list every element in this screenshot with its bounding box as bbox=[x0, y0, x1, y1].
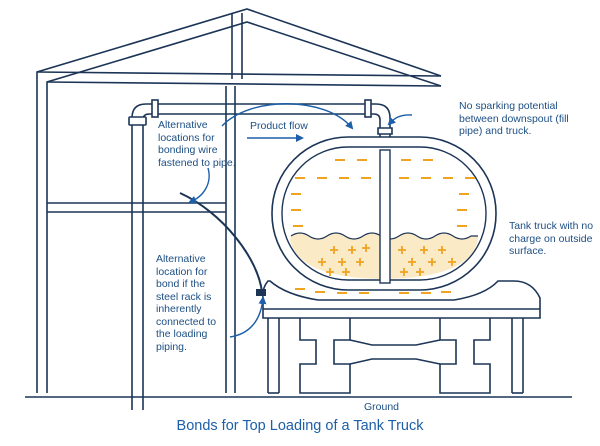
loading-rack-canopy bbox=[36, 8, 442, 393]
positive-charge-mark bbox=[428, 258, 436, 266]
steel-rack-bond-arrow bbox=[229, 296, 267, 338]
positive-charge-mark bbox=[448, 258, 456, 266]
positive-charge-mark bbox=[438, 246, 446, 254]
positive-charge-mark bbox=[326, 268, 334, 276]
positive-charge-mark bbox=[338, 258, 346, 266]
positive-charge-mark bbox=[408, 258, 416, 266]
diagram-caption: Bonds for Top Loading of a Tank Truck bbox=[176, 418, 424, 434]
positive-charge-mark bbox=[348, 246, 356, 254]
product-flow-curve-arrow bbox=[221, 103, 354, 130]
positive-charge-mark bbox=[416, 268, 424, 276]
positive-charge-mark bbox=[342, 268, 350, 276]
tank-truck-label: Tank truck with no charge on outside sur… bbox=[509, 220, 594, 257]
downspout bbox=[379, 149, 391, 284]
bond-clamp bbox=[256, 289, 266, 296]
steel-rack-bond-label: Alternative location for bond if the ste… bbox=[156, 253, 217, 353]
positive-charge-mark bbox=[356, 258, 364, 266]
bonding-wire-location-label: Alternative locations for bonding wire f… bbox=[158, 119, 236, 169]
ground-label: Ground bbox=[364, 401, 400, 413]
bonding-wire-arrow bbox=[188, 167, 210, 204]
no-sparking-label: No sparking potential between downspout … bbox=[459, 100, 569, 137]
positive-charge-mark bbox=[362, 244, 370, 252]
positive-charge-mark bbox=[330, 246, 338, 254]
positive-charge-mark bbox=[398, 246, 406, 254]
tank-shell bbox=[271, 136, 497, 291]
positive-charge-mark bbox=[420, 246, 428, 254]
positive-charge-mark bbox=[318, 258, 326, 266]
charge-marks bbox=[291, 159, 475, 294]
downspout-arrow bbox=[387, 114, 413, 126]
positive-charge-mark bbox=[400, 268, 408, 276]
product-flow-label: Product flow bbox=[250, 120, 308, 132]
truck-chassis bbox=[262, 280, 541, 394]
